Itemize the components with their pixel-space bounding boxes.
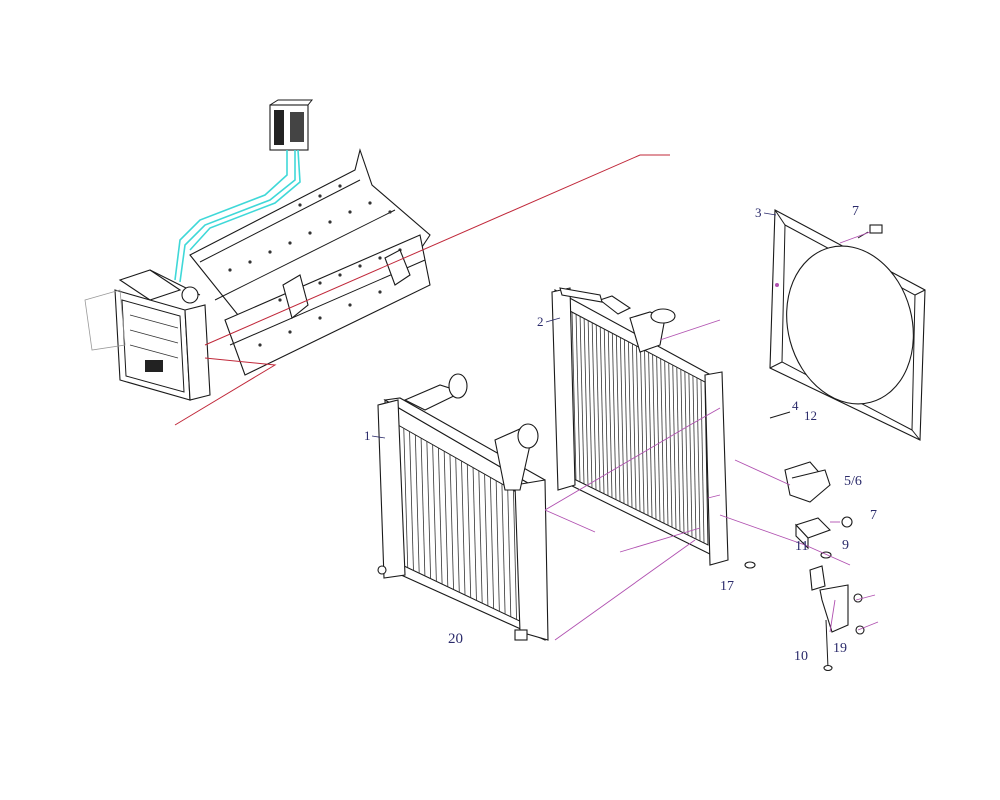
callout-7-lower: 7 [870, 508, 877, 523]
callout-19: 19 [833, 641, 847, 656]
core-fin-line [466, 464, 472, 598]
fan-shroud [769, 209, 926, 441]
core-fin-line [449, 454, 454, 590]
callout-3: 3 [755, 205, 762, 220]
core-fin-line [426, 441, 432, 579]
callout-11: 11 [795, 539, 808, 554]
core-fin-line [664, 360, 669, 526]
core-fin-line [684, 371, 689, 536]
core-fin-line [644, 350, 649, 516]
core-fin-line [696, 377, 701, 542]
core-fin-line [624, 339, 629, 506]
core-fin-line [652, 354, 657, 520]
core-fin-line [636, 345, 641, 512]
core-fin-line [680, 369, 685, 534]
core-fin-line [591, 322, 597, 490]
core-fin-line [579, 316, 585, 484]
section-cut-lines [174, 154, 670, 426]
core-fin-line [484, 474, 489, 606]
core-fin-line [672, 365, 677, 530]
core-fin-line [611, 333, 617, 500]
core-fin-line [587, 320, 593, 488]
core-fin-line [575, 314, 581, 482]
intercooler [377, 373, 549, 641]
core-fin-line [595, 324, 601, 492]
hardware-parts [744, 224, 883, 672]
core-fin-line [495, 480, 500, 612]
callout-20: 20 [448, 631, 463, 647]
core-fin-line [628, 341, 633, 508]
radiator [551, 287, 729, 566]
core-fin-line [478, 470, 483, 604]
core-fin-line [455, 457, 460, 593]
callout-4: 4 [792, 398, 799, 413]
core-fin-line [432, 444, 437, 582]
core-fin-line [640, 348, 645, 514]
callout-9: 9 [842, 538, 849, 553]
core-fin-line [676, 367, 681, 532]
chassis-detail-view [84, 99, 670, 426]
expansion-tank [269, 99, 314, 151]
core-fin-line [632, 343, 637, 510]
core-fin-line [607, 331, 613, 498]
callout-1: 1 [364, 428, 371, 443]
core-fin-line [443, 451, 449, 587]
core-fin-line [489, 477, 495, 609]
core-fin-line [619, 337, 625, 504]
core-fin-line [501, 483, 506, 615]
core-fin-line [438, 447, 443, 585]
core-fin-line [414, 434, 420, 574]
core-fin-line [692, 375, 697, 540]
core-fin-line [583, 318, 589, 486]
callout-labels: 1 2 3 4 12 5/6 7 7 9 11 17 19 10 20 [364, 204, 877, 664]
core-fin-line [615, 335, 621, 502]
callout-10: 10 [794, 649, 808, 664]
core-fin-line [688, 373, 693, 538]
core-fin-line [571, 312, 577, 480]
core-fin-line [648, 352, 653, 518]
core-fin-line [409, 431, 414, 571]
bolt-7-top [857, 224, 883, 239]
core-fin-line [513, 490, 517, 620]
core-fin-line [599, 326, 605, 494]
callout-2: 2 [537, 314, 544, 329]
core-fin-line [668, 362, 673, 528]
core-fin-line [420, 438, 426, 576]
core-fin-line [656, 356, 661, 522]
core-fin-line [700, 379, 705, 544]
assembly-leader-lines [544, 231, 879, 641]
core-fin-line [603, 329, 609, 496]
core-fin-line [403, 428, 409, 568]
callout-5-6: 5/6 [844, 474, 862, 489]
front-radiator-small [84, 269, 211, 401]
callout-17: 17 [720, 579, 734, 594]
coolant-hoses [174, 149, 301, 283]
callout-7-top: 7 [852, 204, 859, 219]
callout-12: 12 [804, 408, 817, 423]
core-fin-line [507, 487, 512, 617]
core-fin-line [472, 467, 477, 601]
core-fin-line [461, 460, 466, 596]
